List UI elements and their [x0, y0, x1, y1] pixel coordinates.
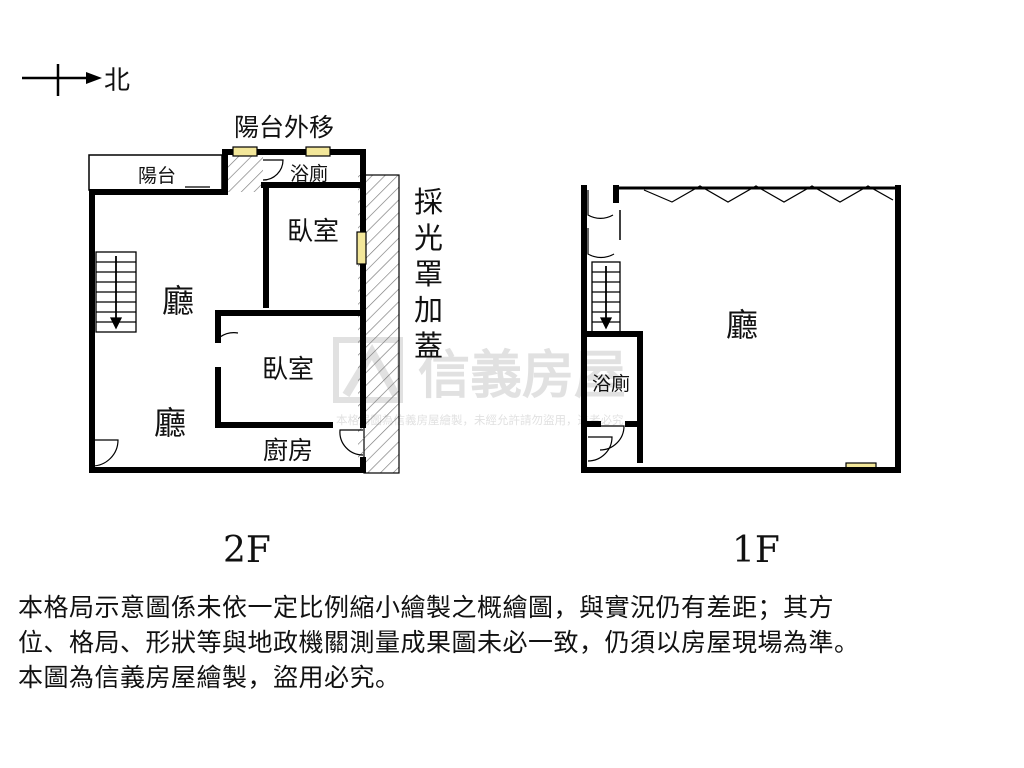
- floor-2f: 陽台外移 陽台 浴廁 臥室 臥室 廳 廳 廚房 採光罩加蓋 2F: [88, 113, 877, 571]
- caption-2f: 2F: [223, 530, 271, 571]
- stairs-1f: [591, 261, 621, 333]
- label-kitchen: 廚房: [263, 436, 313, 465]
- caption-1f: 1F: [732, 530, 780, 571]
- skylight-hatched-strip: [363, 174, 400, 474]
- watermark: 信義房屋 本格局圖為信義房屋繪製，未經允許請勿盜用，違者必究: [333, 337, 626, 427]
- window-2f-bedroom: [356, 231, 367, 265]
- label-living-1f: 廳: [726, 306, 758, 344]
- door-1f-bathroom-icon: [599, 425, 625, 451]
- disclaimer-line-1: 本格局示意圖係未依一定比例縮小繪製之概繪圖，與實況仍有差距；其方: [18, 593, 835, 622]
- window-2f-top-left: [232, 146, 258, 157]
- disclaimer-line-3: 本圖為信義房屋繪製，盜用必究。: [18, 663, 401, 692]
- disclaimer-text: 本格局示意圖係未依一定比例縮小繪製之概繪圖，與實況仍有差距；其方 位、格局、形狀…: [18, 590, 1014, 695]
- door-1f-upper-icon: [587, 190, 614, 219]
- door-living-icon: [91, 439, 119, 467]
- watermark-brand: 信義房屋: [418, 346, 626, 406]
- stairs-2f: [95, 251, 137, 333]
- disclaimer-line-2: 位、格局、形狀等與地政機關測量成果圖未必一致，仍須以房屋現場為準。: [18, 628, 860, 657]
- label-bathroom-1f: 浴廁: [592, 372, 630, 395]
- hatched-area-bathroom: [225, 152, 263, 192]
- label-balcony-relocated: 陽台外移: [234, 113, 334, 142]
- window-2f-top-right: [305, 146, 331, 157]
- door-1f-middle-icon: [587, 228, 615, 259]
- arrow-right-icon: [86, 72, 102, 84]
- label-bedroom-1: 臥室: [287, 217, 339, 247]
- north-compass: 北: [22, 64, 130, 96]
- label-bedroom-2: 臥室: [262, 355, 314, 385]
- watermark-notice: 本格局圖為信義房屋繪製，未經允許請勿盜用，違者必究: [336, 413, 624, 427]
- label-bathroom-2f: 浴廁: [290, 162, 328, 185]
- stairs-1f-down-arrow-icon: [599, 317, 613, 330]
- compass-label: 北: [104, 66, 130, 96]
- door-bedroom2-icon: [219, 312, 239, 339]
- door-1f-entrance-icon: [587, 436, 613, 462]
- door-kitchen-icon: [339, 429, 364, 456]
- floor-1f: 廳 浴廁 1F: [581, 185, 901, 571]
- label-living-upper: 廳: [162, 282, 194, 320]
- label-skylight: 採光罩加蓋: [414, 185, 443, 363]
- floor-plan-drawing: 信義房屋 本格局圖為信義房屋繪製，未經允許請勿盜用，違者必究 北: [22, 64, 901, 571]
- stairs-down-arrow-icon: [109, 317, 123, 330]
- label-balcony: 陽台: [138, 165, 176, 187]
- label-living-lower: 廳: [154, 404, 186, 442]
- folding-door-1f: [643, 185, 894, 203]
- door-bathroom-2f-icon: [262, 159, 284, 181]
